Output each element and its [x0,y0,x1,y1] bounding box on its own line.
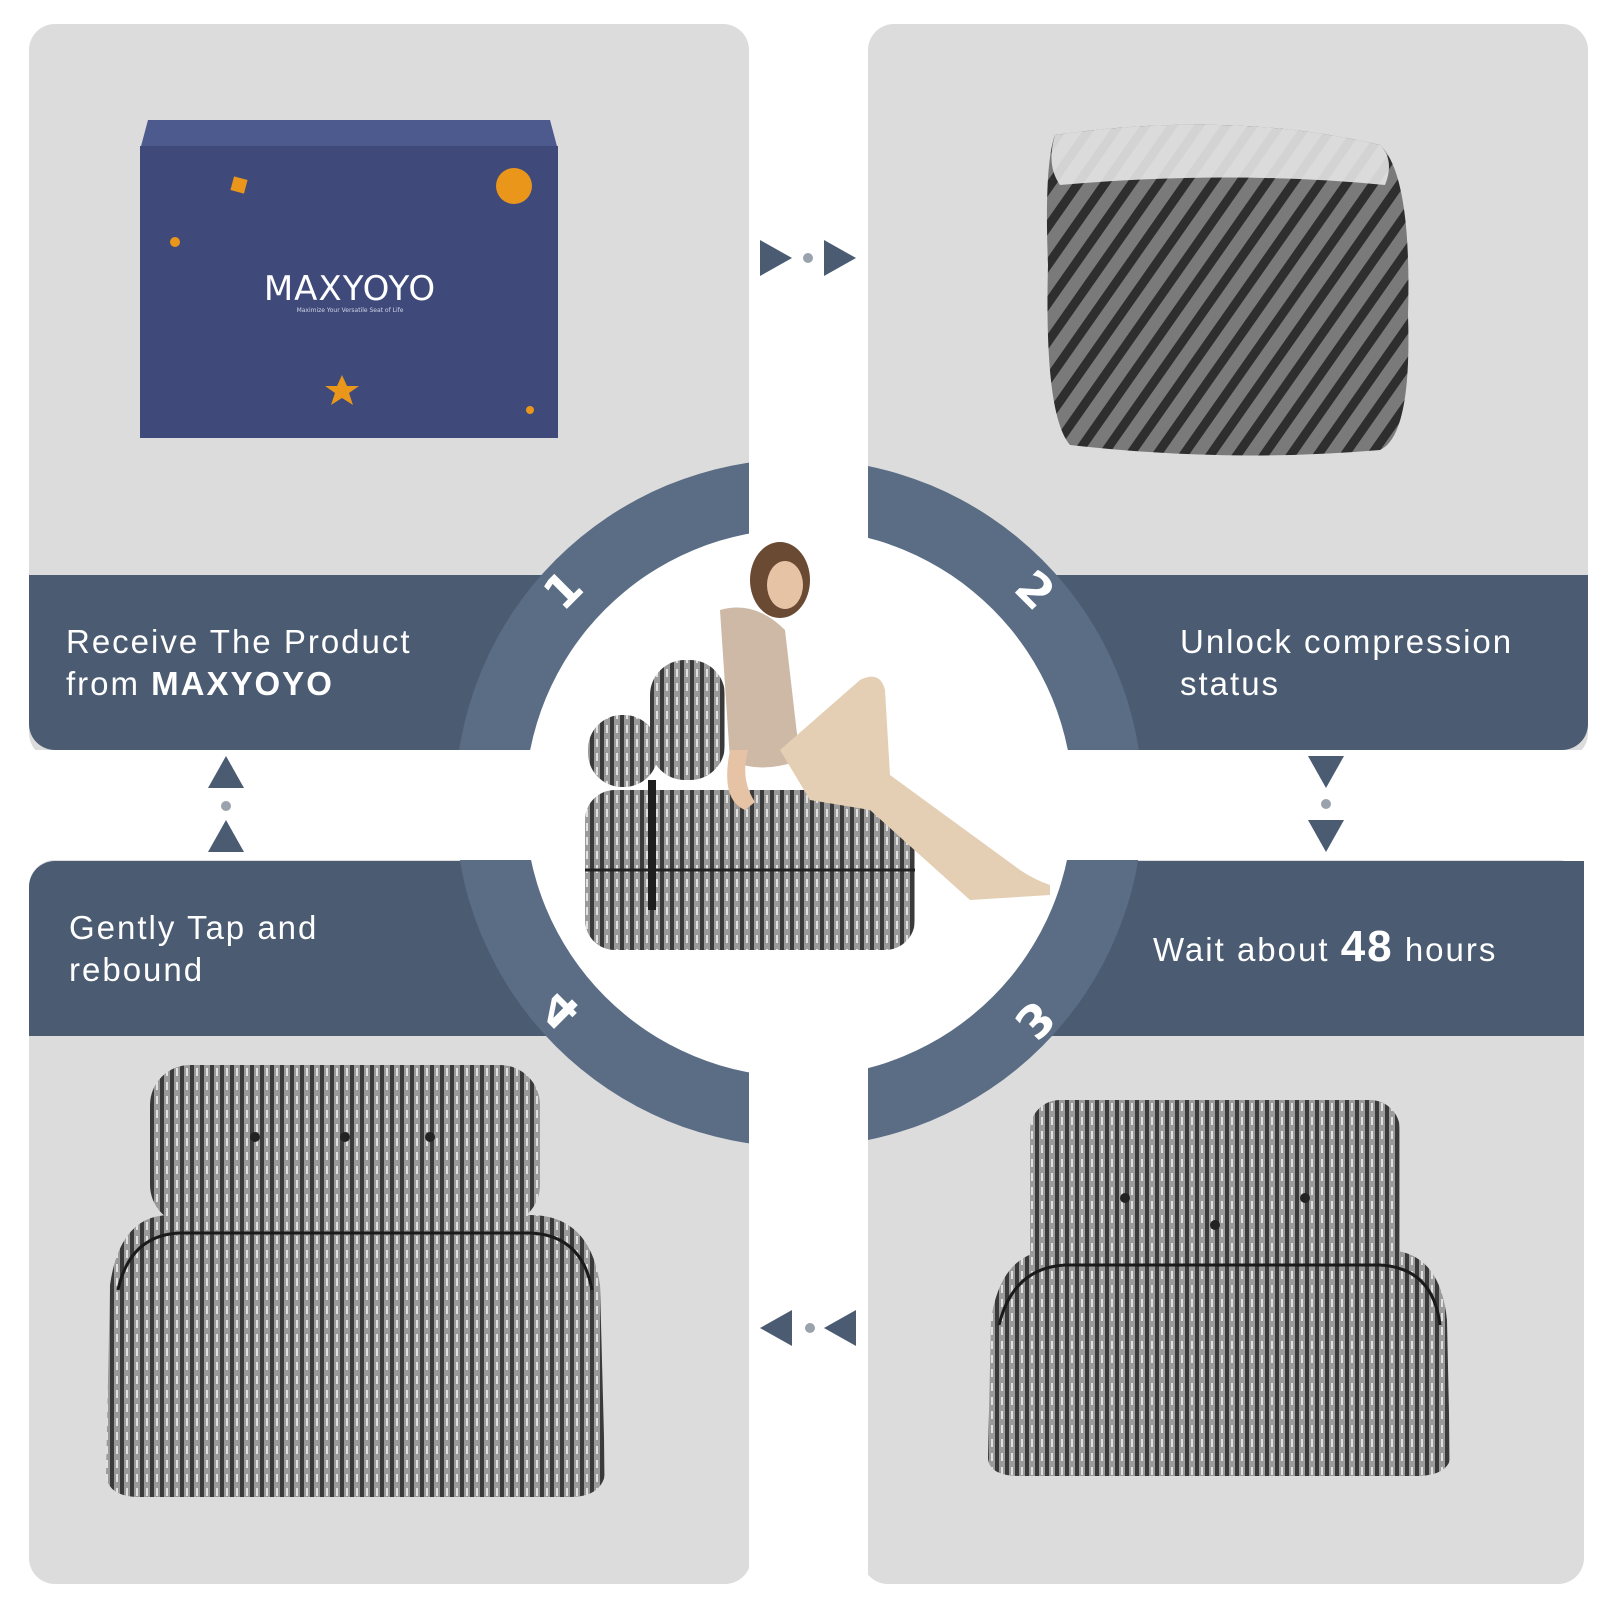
step-1-line2-prefix: from [66,664,152,702]
step-3-hours: 48 [1340,922,1394,971]
arrow-down-icon [1306,756,1346,854]
arrow-up-icon [206,756,246,854]
step-2-line2: status [1180,664,1281,702]
step-1-brand: MAXYOYO [151,664,334,702]
step-3-suffix: hours [1393,931,1498,968]
svg-text:Maximize Your Versatile Seat o: Maximize Your Versatile Seat of Life [297,307,404,314]
compressed-package-image [1046,124,1409,456]
chair-rebound-image [106,1065,605,1497]
product-box-image: MAXYOYO Maximize Your Versatile Seat of … [140,120,558,438]
arrow-right-icon [760,238,858,278]
chair-expanded-image [988,1100,1450,1476]
step-3-prefix: Wait about [1153,931,1341,968]
step-4-line2: rebound [69,950,205,988]
step-1-line1: Receive The Product [66,622,412,660]
box-brand-logo: MAXYOYO [264,269,436,309]
step-2-line1: Unlock compression [1180,622,1514,660]
step-4-line1: Gently Tap and [69,908,319,946]
arrow-left-icon [760,1308,858,1348]
woman-on-chair-image [585,542,1050,950]
